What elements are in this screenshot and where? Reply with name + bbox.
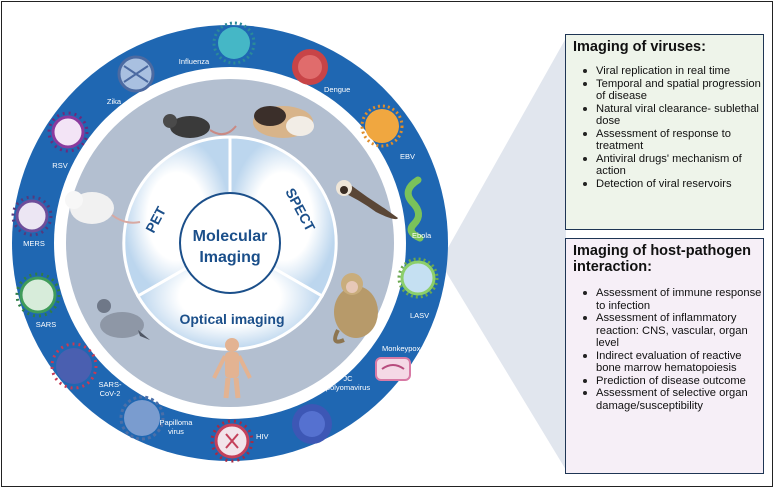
ebv-icon: [360, 104, 404, 148]
zika-label: Zika: [107, 97, 122, 106]
rsv-icon: [47, 111, 89, 153]
sars-cov-2-label-line1: SARS-: [99, 380, 122, 389]
list-item: Natural viral clearance- sublethal dose: [583, 103, 763, 128]
imaging-of-viruses-title: Imaging of viruses:: [573, 39, 706, 55]
list-item: Detection of viral reservoirs: [583, 178, 763, 191]
list-item: Prediction of disease outcome: [583, 375, 763, 388]
list-item: Assessment of selective organ damage/sus…: [583, 387, 763, 412]
pigeon-illustration: [97, 299, 150, 340]
lasv-icon: [397, 257, 439, 299]
papilloma-virus-icon: [119, 395, 165, 441]
center-circle: [179, 192, 281, 294]
monkeypox-icon: [375, 357, 411, 381]
zika-icon: [117, 55, 155, 93]
list-item: Assessment of immune response to infecti…: [583, 287, 762, 312]
dengue-icon: [292, 49, 328, 85]
host-pathogen-title: Imaging of host-pathogen interaction:: [573, 243, 752, 275]
human-illustration: [212, 338, 252, 399]
list-item: Indirect evaluation of reactive bone mar…: [583, 350, 763, 375]
rat-illustration: [65, 191, 141, 224]
sars-label: SARS: [36, 320, 56, 329]
influenza-icon: [212, 21, 256, 65]
sars-icon: [15, 272, 61, 318]
host-pathogen-interaction-box: Imaging of host-pathogen interaction: As…: [565, 238, 764, 474]
rsv-label: RSV: [52, 161, 67, 170]
mers-icon: [11, 195, 53, 237]
optical-imaging-label: Optical imaging: [179, 311, 284, 327]
list-item: Viral replication in real time: [583, 65, 763, 78]
ebola-icon: [404, 176, 424, 242]
mouse-illustration: [163, 114, 237, 138]
monkeypox-label: Monkeypox: [382, 344, 421, 353]
ebola-label: Ebola: [412, 231, 432, 240]
imaging-of-viruses-list: Viral replication in real time Temporal …: [566, 65, 763, 190]
imaging-of-viruses-box: Imaging of viruses: Viral replication in…: [565, 34, 764, 230]
sars-cov-2-icon: [50, 342, 98, 390]
list-item: Temporal and spatial progression of dise…: [583, 78, 763, 103]
influenza-label: Influenza: [179, 57, 210, 66]
mers-label: MERS: [23, 239, 45, 248]
list-item: Assessment of inflammatory reaction: CNS…: [583, 312, 763, 350]
center-title-line1: Molecular: [193, 228, 268, 245]
ebv-label: EBV: [400, 152, 415, 161]
dengue-label: Dengue: [324, 85, 350, 94]
papilloma-label-line1: Papilloma: [160, 418, 194, 427]
jc-polyomavirus-icon: [292, 404, 332, 444]
jc-polyomavirus-label-line1: JC: [343, 374, 353, 383]
connector-wedge: [440, 38, 566, 470]
list-item: Antiviral drugs' mechanism of action: [583, 153, 763, 178]
sars-cov-2-label-line2: CoV-2: [100, 389, 121, 398]
jc-polyomavirus-label-line2: polyomavirus: [326, 383, 370, 392]
hiv-icon: [210, 419, 254, 463]
ferret-illustration: [336, 180, 398, 220]
guinea-pig-illustration: [253, 106, 314, 138]
list-item: Assessment of response to treatment: [583, 128, 763, 153]
lasv-label: LASV: [410, 311, 429, 320]
center-title-line2: Imaging: [199, 249, 260, 266]
host-pathogen-list: Assessment of immune response to infecti…: [566, 287, 763, 412]
hiv-label: HIV: [256, 432, 269, 441]
monkey-illustration: [333, 273, 378, 344]
papilloma-label-line2: virus: [168, 427, 184, 436]
